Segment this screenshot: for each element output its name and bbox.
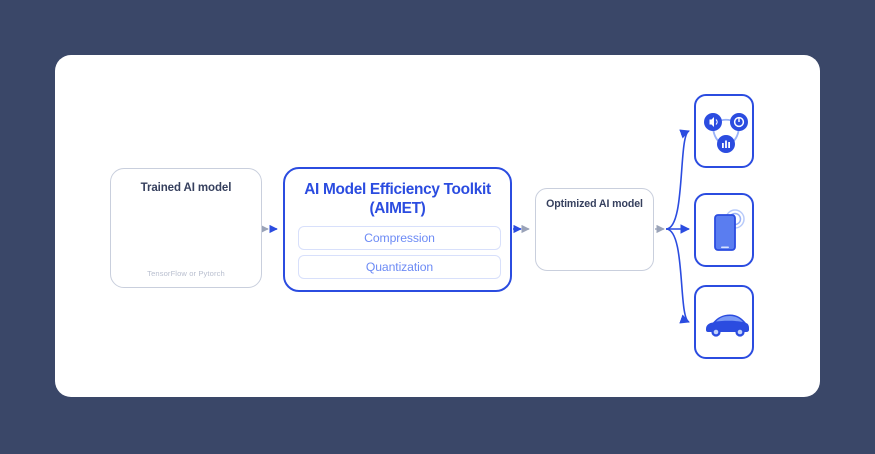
aimet-heading-line2: (AIMET) (369, 200, 426, 217)
trained-model-box: Trained AI model TensorFlow or Pytorch (110, 168, 262, 288)
camera-icon (730, 113, 748, 131)
aimet-heading-line1: AI Model Efficiency Toolkit (304, 181, 491, 198)
target-box-smartphone[interactable] (694, 193, 754, 267)
target-box-automotive[interactable] (694, 285, 754, 359)
smartphone-icon (714, 209, 745, 251)
audio-vision-analytics-icon-group (704, 113, 748, 153)
optimized-model-title: Optimized AI model (546, 198, 643, 210)
compression-pill[interactable]: Compression (298, 226, 501, 250)
analytics-icon (717, 135, 735, 153)
aimet-toolkit-heading: AI Model Efficiency Toolkit (AIMET) (285, 180, 510, 218)
car-icon (706, 314, 749, 337)
quantization-pill[interactable]: Quantization (298, 255, 501, 279)
aimet-toolkit-box: AI Model Efficiency Toolkit (AIMET) Comp… (283, 167, 512, 292)
optimized-model-box: Optimized AI model (535, 188, 654, 271)
target-box-audio-vision-analytics[interactable] (694, 94, 754, 168)
connector-to-automotive-device (665, 228, 690, 324)
framework-caption: TensorFlow or Pytorch (147, 269, 225, 278)
connector-to-audio-device (665, 129, 690, 230)
trained-model-title: Trained AI model (140, 182, 232, 194)
speaker-icon (704, 113, 722, 131)
